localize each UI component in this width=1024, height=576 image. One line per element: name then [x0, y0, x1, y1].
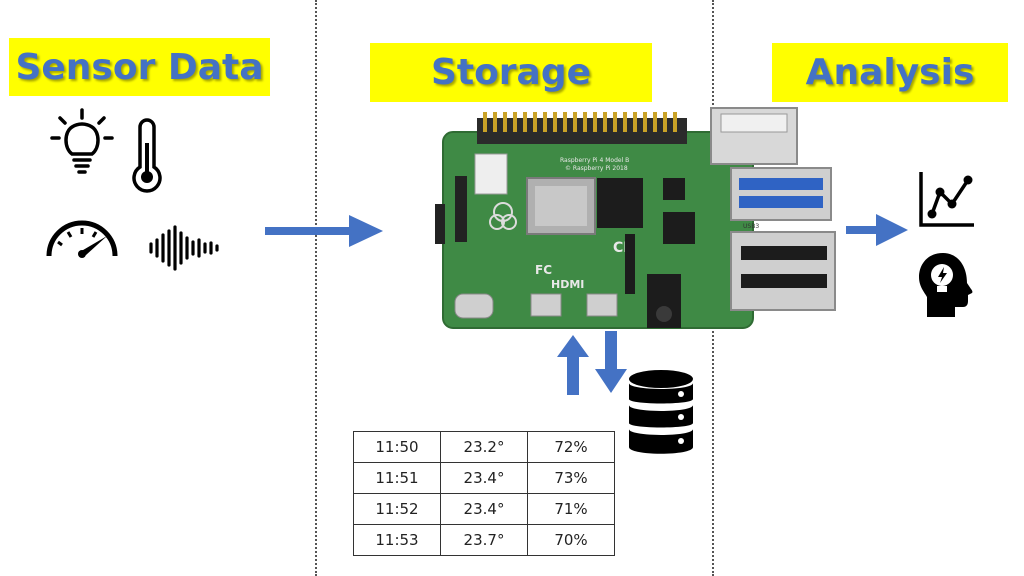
time-cell: 11:52 — [353, 493, 441, 525]
arrow-to-storage — [265, 215, 383, 247]
board-model-label: Raspberry Pi 4 Model B — [560, 157, 629, 164]
temperature-cell: 23.4° — [440, 462, 528, 494]
temperature-cell: 23.7° — [440, 524, 528, 556]
board-hdmi-label: HDMI — [551, 278, 584, 291]
time-cell: 11:51 — [353, 462, 441, 494]
analysis-header: Analysis — [772, 43, 1008, 102]
board-copyright-label: © Raspberry Pi 2018 — [565, 165, 628, 172]
sensor-data-header: Sensor Data — [9, 38, 270, 96]
humidity-cell: 71% — [527, 493, 615, 525]
time-cell: 11:53 — [353, 524, 441, 556]
humidity-cell: 72% — [527, 431, 615, 463]
thermometer-icon — [132, 118, 162, 193]
humidity-cell: 70% — [527, 524, 615, 556]
raspberry-pi-board: Raspberry Pi 4 Model B © Raspberry Pi 20… — [435, 107, 836, 329]
temperature-cell: 23.2° — [440, 431, 528, 463]
arrow-to-analysis — [846, 214, 908, 246]
board-fc-label: FC — [535, 263, 552, 277]
humidity-cell: 73% — [527, 462, 615, 494]
storage-header: Storage — [370, 43, 652, 102]
column-divider-left — [315, 0, 317, 576]
light-bulb-icon — [50, 108, 114, 174]
idea-head-icon — [919, 253, 973, 317]
upload-arrow-icon — [557, 335, 589, 395]
time-cell: 11:50 — [353, 431, 441, 463]
download-arrow-icon — [595, 331, 627, 393]
board-usb3-label: USB3 — [743, 223, 759, 230]
line-chart-icon — [919, 172, 974, 227]
gauge-icon — [46, 220, 118, 258]
temperature-cell: 23.4° — [440, 493, 528, 525]
database-icon — [629, 370, 693, 454]
sound-wave-icon — [149, 225, 219, 271]
